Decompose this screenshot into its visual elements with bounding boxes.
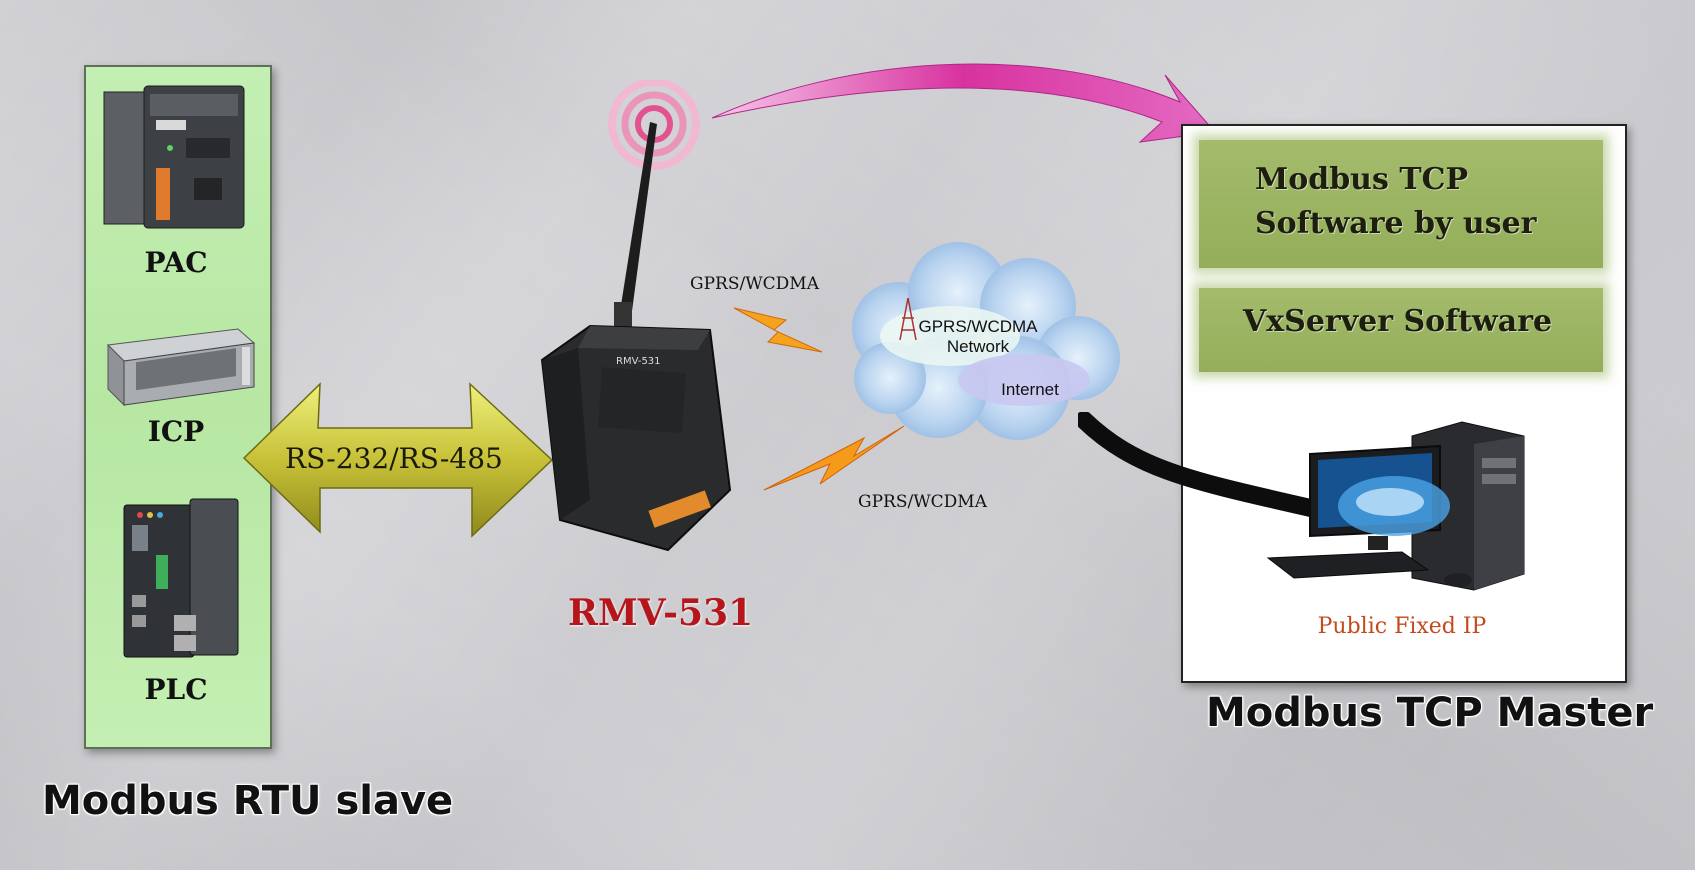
serial-link-label: RS-232/RS-485: [285, 442, 503, 475]
serial-double-arrow: [242, 382, 554, 538]
lightning-bolt-top-icon: [733, 307, 823, 353]
cloud-network-label: GPRS/WCDMA Network: [908, 317, 1048, 357]
master-caption: Modbus TCP Master: [1206, 690, 1654, 736]
user-software-line2: Software by user: [1255, 206, 1537, 241]
curved-data-arrow: [711, 63, 1216, 143]
slave-caption: Modbus RTU slave: [42, 778, 454, 824]
lightning-bolt-bottom-icon: [763, 425, 905, 491]
desktop-computer-icon: [1266, 421, 1525, 591]
network-cloud-icon: [852, 242, 1120, 440]
network-cable: [1078, 412, 1337, 521]
device-label-pac: PAC: [144, 246, 208, 279]
device-label-icp: ICP: [147, 415, 205, 448]
wireless-label-bottom: GPRS/WCDMA: [858, 492, 987, 512]
user-software-box: Modbus TCP Software by user: [1199, 140, 1603, 268]
vxserver-software-box: VxServer Software: [1199, 288, 1603, 372]
pac-device-icon: [103, 85, 245, 229]
vxserver-software-label: VxServer Software: [1243, 304, 1553, 339]
gateway-name-label: RMV-531: [568, 592, 754, 634]
cell-tower-icon: [899, 297, 917, 341]
icp-rack-server-icon: [106, 328, 256, 407]
device-label-plc: PLC: [144, 673, 208, 706]
user-software-line1: Modbus TCP: [1255, 162, 1469, 197]
cloud-network-line1: GPRS/WCDMA: [918, 317, 1038, 336]
device-print-label: RMV-531: [616, 356, 661, 367]
cloud-internet-label: Internet: [1001, 380, 1059, 399]
wireless-label-top: GPRS/WCDMA: [690, 274, 819, 294]
plc-device-icon: [123, 498, 239, 658]
public-ip-label: Public Fixed IP: [1317, 614, 1487, 639]
cloud-network-line2: Network: [946, 337, 1010, 356]
rmv-531-gateway-icon: RMV-531: [540, 80, 732, 552]
